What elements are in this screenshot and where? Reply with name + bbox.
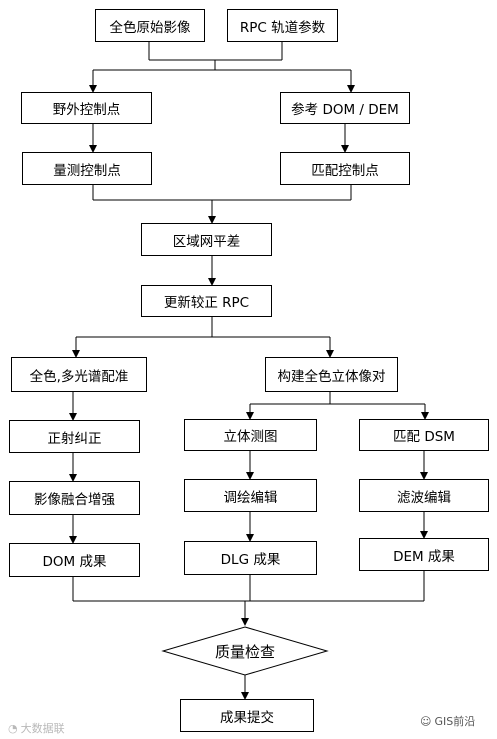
node-match-gcp: 匹配控制点 [280, 152, 410, 185]
node-ref-dom-dem: 参考 DOM / DEM [280, 92, 410, 124]
node-dom-result: DOM 成果 [9, 543, 140, 577]
node-image-fusion: 影像融合增强 [9, 481, 140, 515]
node-submit-result: 成果提交 [180, 699, 314, 732]
node-update-rpc: 更新较正 RPC [141, 285, 272, 317]
node-edit-drawing: 调绘编辑 [184, 479, 317, 512]
node-rpc-orbit-params: RPC 轨道参数 [227, 9, 338, 42]
watermark-right: ☺ GIS前沿 [420, 714, 476, 729]
node-filter-edit: 滤波编辑 [359, 479, 489, 512]
node-pan-ms-registration: 全色,多光谱配准 [11, 357, 147, 392]
watermark-left: ◔ 大数据联 [8, 721, 65, 736]
node-field-gcp: 野外控制点 [21, 92, 152, 124]
node-measure-gcp: 量测控制点 [22, 152, 152, 185]
wechat-icon: ☺ [420, 714, 432, 728]
node-stereo-mapping: 立体测图 [184, 419, 317, 451]
node-build-stereo-pair: 构建全色立体像对 [265, 357, 398, 392]
node-block-adjustment: 区域网平差 [141, 223, 272, 256]
node-ortho-correction: 正射纠正 [9, 420, 140, 453]
weibo-icon: ◔ [8, 721, 18, 735]
node-quality-check: 质量检查 [214, 642, 275, 661]
node-dlg-result: DLG 成果 [184, 541, 317, 575]
node-dem-result: DEM 成果 [359, 538, 489, 571]
node-pan-raw-image: 全色原始影像 [95, 9, 205, 42]
node-match-dsm: 匹配 DSM [359, 419, 489, 451]
quality-check-diamond [161, 626, 329, 676]
